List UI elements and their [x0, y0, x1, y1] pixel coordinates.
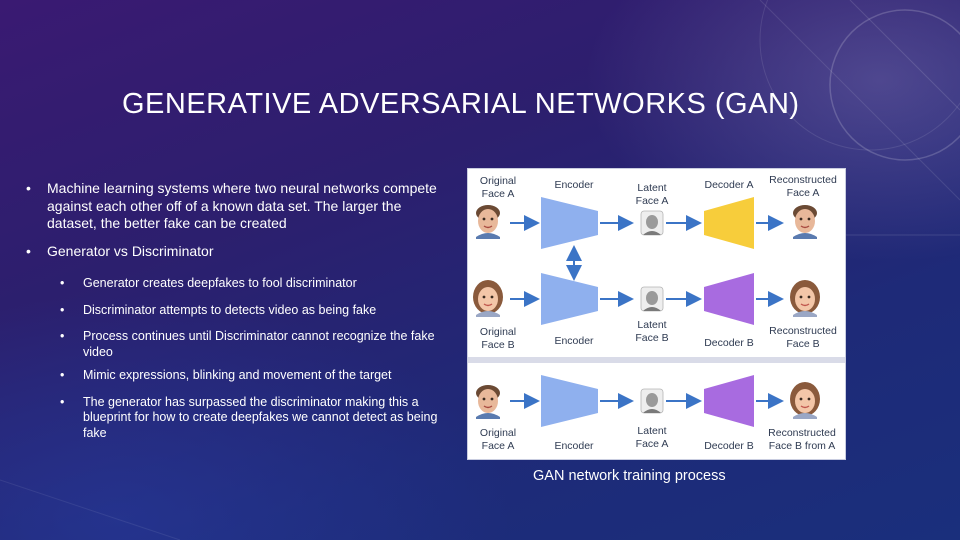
- original-face-a-image: [475, 384, 501, 420]
- decoder-b-shape: [704, 375, 754, 427]
- bullet-list: Machine learning systems where two neura…: [26, 180, 446, 452]
- sub-bullet-3: Process continues until Discriminator ca…: [26, 329, 446, 360]
- label-reconstructed-face-b-from-a: Reconstructed Face B from A: [768, 427, 836, 452]
- bullet-main-1: Machine learning systems where two neura…: [26, 180, 446, 233]
- label-original-face-a: Original Face A: [479, 427, 517, 452]
- label-reconstructed-face-b: Reconstructed Face B: [769, 325, 837, 350]
- sub-bullet-2: Discriminator attempts to detects video …: [26, 303, 446, 319]
- label-decoder-a: Decoder A: [704, 179, 754, 191]
- slide-title: GENERATIVE ADVERSARIAL NETWORKS (GAN): [122, 88, 800, 120]
- label-decoder-b: Decoder B: [704, 440, 754, 452]
- latent-face-a-image: [640, 388, 664, 414]
- sub-bullet-1: Generator creates deepfakes to fool disc…: [26, 276, 446, 292]
- decoder-a-shape: [704, 197, 754, 249]
- encoder-shape: [541, 375, 598, 427]
- gan-diagram-graphics: [468, 197, 845, 427]
- decoder-b-shape: [704, 273, 754, 325]
- label-reconstructed-face-a: Reconstructed Face A: [769, 174, 837, 199]
- label-encoder: Encoder: [554, 179, 594, 191]
- reconstructed-face-a-image: [792, 204, 818, 240]
- figure-caption: GAN network training process: [533, 468, 726, 484]
- panel-divider: [468, 357, 845, 363]
- encoder-shape: [541, 197, 598, 249]
- label-latent-face-a: Latent Face A: [635, 425, 669, 450]
- row-bottom: [475, 375, 821, 427]
- original-face-a-image: [475, 204, 501, 240]
- latent-face-a-image: [640, 210, 664, 236]
- label-encoder: Encoder: [554, 335, 594, 347]
- label-original-face-b: Original Face B: [479, 326, 517, 351]
- label-decoder-b: Decoder B: [704, 337, 754, 349]
- sub-bullet-4: Mimic expressions, blinking and movement…: [26, 368, 446, 384]
- encoder-shape: [541, 273, 598, 325]
- label-latent-face-b: Latent Face B: [635, 319, 669, 344]
- latent-face-b-image: [640, 286, 664, 312]
- label-latent-face-a: Latent Face A: [635, 182, 669, 207]
- gan-diagram: Original Face A Encoder Latent Face A De…: [467, 168, 846, 460]
- row-middle: [472, 273, 821, 325]
- reconstructed-face-b-from-a-image: [789, 381, 821, 420]
- row-top: [475, 197, 818, 249]
- bullet-main-2: Generator vs Discriminator: [26, 243, 446, 261]
- label-original-face-a: Original Face A: [479, 175, 517, 200]
- sub-bullet-5: The generator has surpassed the discrimi…: [26, 395, 446, 442]
- label-encoder: Encoder: [554, 440, 594, 452]
- original-face-b-image: [472, 279, 504, 318]
- reconstructed-face-b-image: [789, 279, 821, 318]
